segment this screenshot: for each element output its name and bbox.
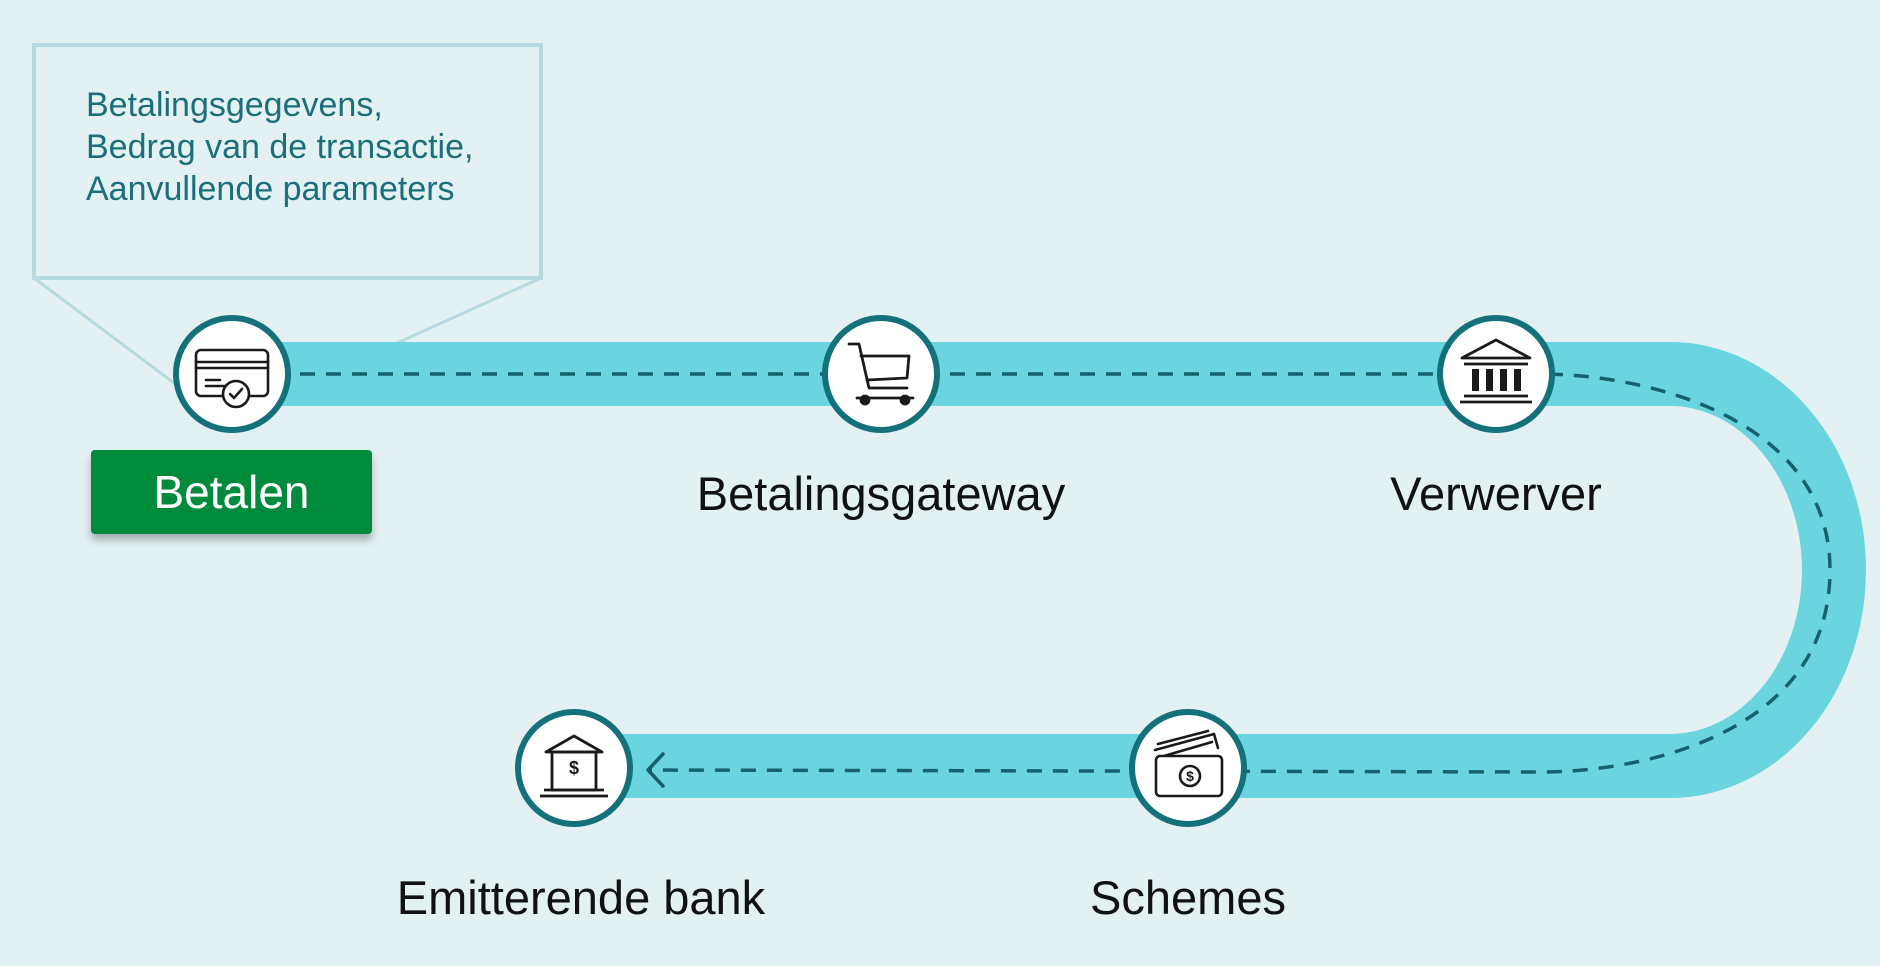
callout-frame: [32, 43, 543, 280]
card-money-icon: $: [1153, 729, 1224, 798]
step-label-issuer: Emitterende bank: [396, 871, 766, 924]
bank-building-icon: [1460, 338, 1532, 404]
node-payment: [173, 315, 291, 433]
node-issuer: $: [515, 709, 633, 827]
node-acquirer: [1437, 315, 1555, 433]
svg-text:$: $: [1186, 768, 1194, 784]
step-label-gateway: Betalingsgateway: [696, 467, 1066, 520]
flow-track: [232, 342, 1866, 798]
step-label-acquirer: Verwerver: [1390, 467, 1602, 520]
step-label-schemes: Schemes: [1090, 871, 1286, 924]
callout-line-transaction-amount: Bedrag van de transactie,: [86, 128, 474, 166]
node-gateway: [822, 315, 940, 433]
callout-text: Betalingsgegevens, Bedrag van de transac…: [86, 84, 473, 210]
callout-line-payment-details: Betalingsgegevens,: [86, 86, 383, 124]
node-schemes: $: [1129, 709, 1247, 827]
callout-line-extra-parameters: Aanvullende parameters: [86, 170, 455, 208]
flow-dashed-line: [300, 372, 1832, 774]
bank-dollar-icon: $: [540, 734, 608, 798]
shopping-cart-icon: [847, 342, 915, 406]
pay-button[interactable]: Betalen: [91, 450, 372, 534]
svg-text:$: $: [569, 758, 579, 778]
credit-card-check-icon: [194, 348, 270, 409]
flow-arrowhead: [646, 752, 665, 788]
